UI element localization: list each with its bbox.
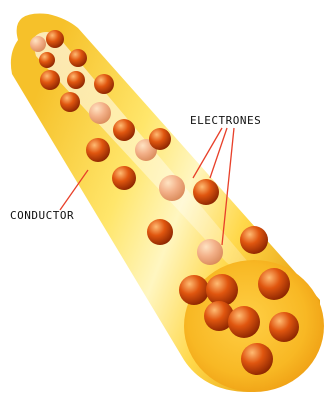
electron: [159, 175, 185, 201]
electron: [228, 306, 260, 338]
electron: [69, 49, 87, 67]
conductor-label: CONDUCTOR: [10, 209, 74, 222]
electron: [258, 268, 290, 300]
electron: [197, 239, 223, 265]
electron: [30, 36, 46, 52]
electrons-leader-line: [193, 128, 222, 178]
electron: [193, 179, 219, 205]
electron: [39, 52, 55, 68]
electron: [113, 119, 135, 141]
electron: [67, 71, 85, 89]
electron: [86, 138, 110, 162]
electron: [40, 70, 60, 90]
electron: [149, 128, 171, 150]
electron: [241, 343, 273, 375]
electron: [89, 102, 111, 124]
electron: [179, 275, 209, 305]
electron: [46, 30, 64, 48]
electron: [94, 74, 114, 94]
electron: [206, 274, 238, 306]
electron: [240, 226, 268, 254]
electron: [60, 92, 80, 112]
electron: [112, 166, 136, 190]
electrons-leader-line: [210, 128, 227, 178]
electron: [269, 312, 299, 342]
electron: [147, 219, 173, 245]
electrons-label: ELECTRONES: [190, 114, 261, 127]
